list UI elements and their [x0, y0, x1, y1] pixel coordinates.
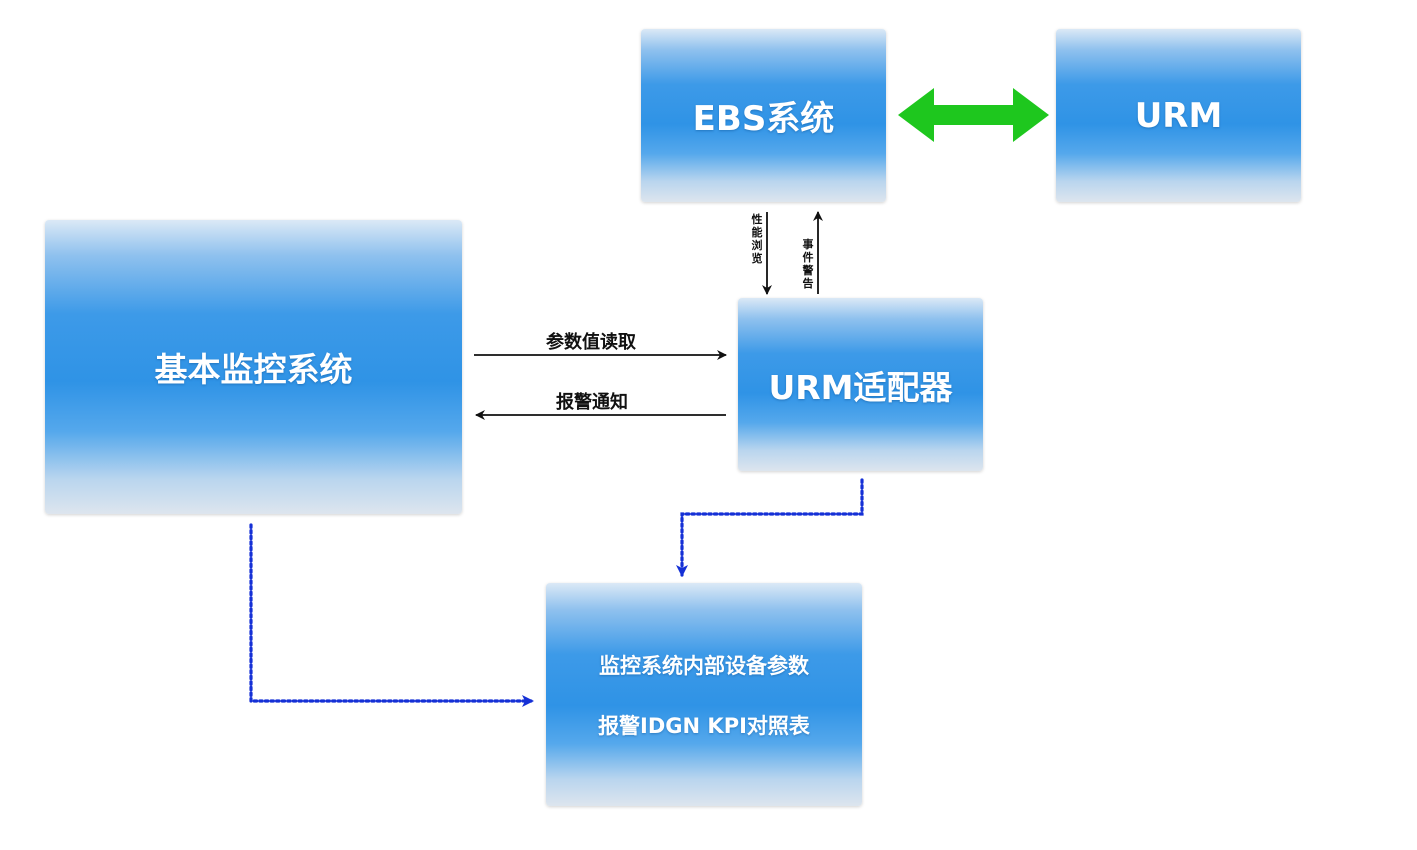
basic-to-table-dotted-arrow: [249, 523, 534, 707]
perf-browse-label: 性能浏览: [751, 213, 763, 265]
ebs-system-node: EBS系统: [641, 29, 886, 202]
param-read-label: 参数值读取: [546, 332, 636, 353]
urm-adapter-node: URM适配器: [738, 298, 983, 471]
param-table-label-line1: 监控系统内部设备参数: [599, 653, 809, 678]
urm-node: URM: [1056, 29, 1301, 202]
ebs-urm-bidirectional-arrow: [898, 88, 1049, 142]
basic-monitor-system-label: 基本监控系统: [154, 350, 353, 389]
param-kpi-table-node: 监控系统内部设备参数 报警IDGN KPI对照表: [546, 583, 862, 806]
adapter-to-table-dotted-arrow: [676, 478, 864, 577]
event-alarm-label: 事件警告: [802, 238, 814, 290]
urm-label: URM: [1134, 95, 1223, 136]
param-table-label-line2: 报警IDGN KPI对照表: [598, 713, 810, 738]
basic-monitor-system-node: 基本监控系统: [45, 220, 462, 514]
urm-adapter-label: URM适配器: [768, 367, 953, 407]
alarm-notify-label: 报警通知: [556, 392, 628, 413]
ebs-system-label: EBS系统: [692, 99, 835, 139]
